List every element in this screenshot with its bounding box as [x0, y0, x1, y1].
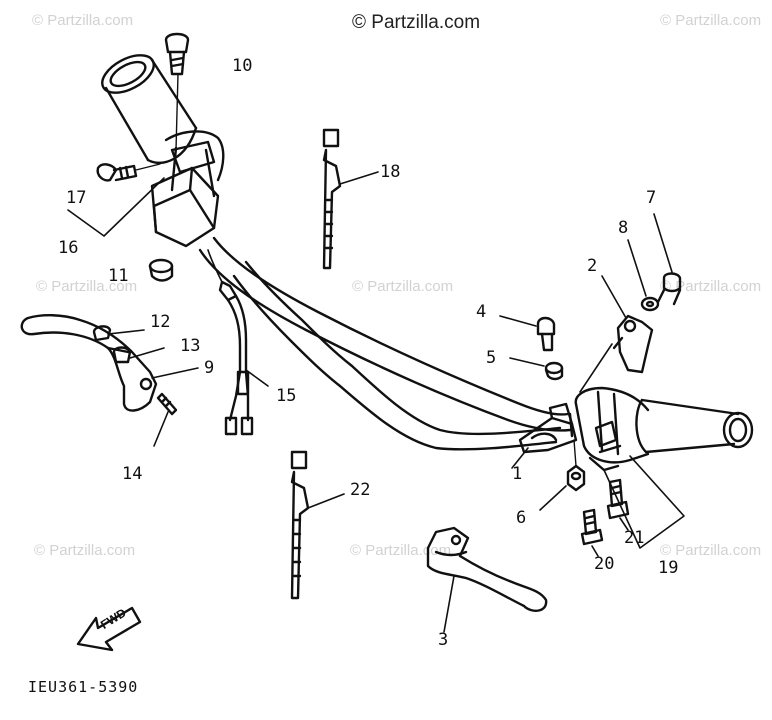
callout-17: 17: [66, 188, 87, 208]
callout-3: 3: [438, 630, 449, 650]
bolt-4: [499, 315, 556, 352]
bolt-17: [96, 163, 161, 182]
drawing-code: IEU361-5390: [28, 678, 139, 696]
callout-1: 1: [512, 464, 523, 484]
callout-19: 19: [658, 558, 679, 578]
watermark: © Partzilla.com: [36, 278, 138, 295]
right-lever: [426, 526, 548, 633]
nut-11: [148, 258, 174, 282]
watermark: © Partzilla.com: [32, 12, 134, 29]
callout-7: 7: [646, 188, 657, 208]
screw-20: [580, 508, 604, 557]
washer-8: [627, 239, 660, 312]
cable-tie-18: [322, 128, 379, 270]
callout-16: 16: [58, 238, 79, 258]
washer-5: [509, 357, 564, 381]
callout-21: 21: [624, 528, 645, 548]
watermark: © Partzilla.com: [660, 12, 762, 29]
left-switch: [150, 130, 225, 248]
callout-8: 8: [618, 218, 629, 238]
callout-11: 11: [108, 266, 129, 286]
callout-6: 6: [516, 508, 527, 528]
right-switch: [574, 386, 685, 549]
callout-9: 9: [204, 358, 215, 378]
callout-14: 14: [122, 464, 143, 484]
callout-5: 5: [486, 348, 497, 368]
left-lever: [20, 314, 199, 412]
brand-label: © Partzilla.com: [352, 12, 481, 33]
cable-tie-22: [290, 450, 345, 600]
callout-20: 20: [594, 554, 615, 574]
watermark: © Partzilla.com: [660, 278, 762, 295]
callout-15: 15: [276, 386, 297, 406]
wire-harness-15: [207, 249, 269, 436]
watermark: © Partzilla.com: [34, 542, 136, 559]
clamp-bracket-1: [511, 402, 578, 469]
callout-22: 22: [350, 480, 371, 500]
handlebar: [198, 236, 574, 451]
bolt-7: [653, 213, 682, 306]
mirror-holder-2: [579, 275, 654, 393]
watermark: © Partzilla.com: [660, 542, 762, 559]
callout-12: 12: [150, 312, 171, 332]
watermark: © Partzilla.com: [350, 542, 452, 559]
fwd-arrow-icon: [76, 606, 142, 652]
callout-10: 10: [232, 56, 253, 76]
left-grip: [101, 54, 198, 165]
callout-4: 4: [476, 302, 487, 322]
screw-10: [164, 32, 190, 151]
pin-14: [153, 392, 178, 447]
watermark: © Partzilla.com: [352, 278, 454, 295]
right-grip: [635, 398, 754, 454]
callout-13: 13: [180, 336, 201, 356]
callout-18: 18: [380, 162, 401, 182]
nut-6: [539, 439, 586, 511]
screw-21: [606, 478, 630, 531]
callout-2: 2: [587, 256, 598, 276]
